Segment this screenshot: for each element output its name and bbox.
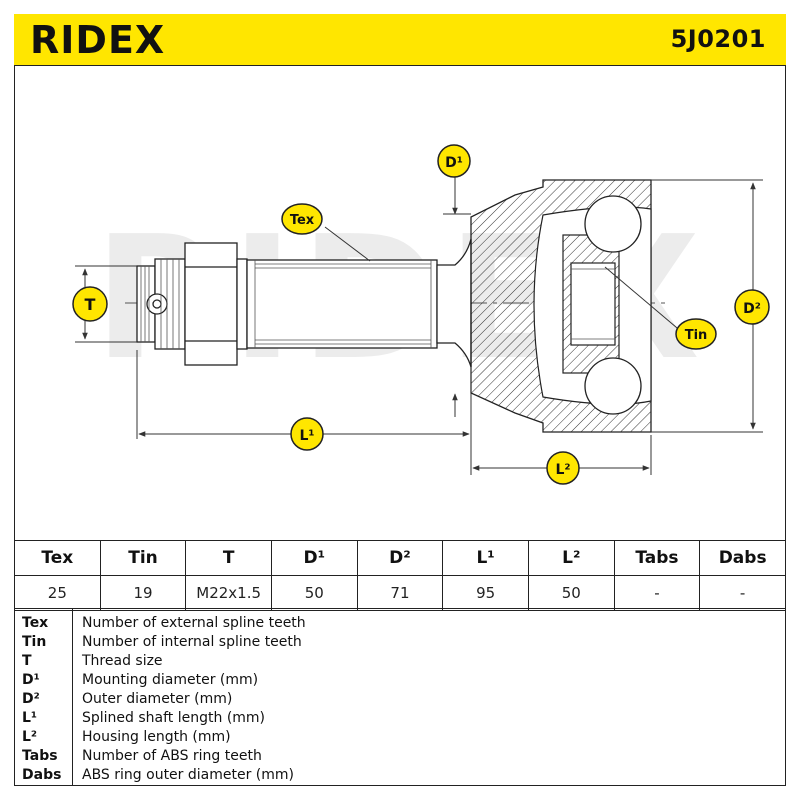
splined-shaft	[246, 259, 438, 349]
legend: Tex Number of external spline teeth Tin …	[14, 608, 786, 786]
specs-table: Tex Tin T D¹ D² L¹ L² Tabs Dabs 25 19 M2…	[14, 540, 786, 611]
spec-value: -	[699, 575, 786, 611]
spec-header: Tabs	[613, 540, 701, 576]
label-tex: Tex	[290, 213, 315, 228]
spec-value: 25	[14, 575, 101, 611]
spec-value: 50	[527, 575, 615, 611]
legend-item: L¹ Splined shaft length (mm)	[14, 710, 786, 729]
ball-upper	[584, 195, 642, 253]
ball-lower	[584, 357, 642, 415]
spec-value: 19	[99, 575, 187, 611]
legend-key: L¹	[22, 710, 38, 726]
legend-desc: Number of internal spline teeth	[82, 634, 302, 650]
legend-key: Dabs	[22, 767, 62, 783]
label-tin: Tin	[685, 328, 708, 343]
legend-divider	[72, 609, 73, 786]
legend-desc: Thread size	[82, 653, 163, 669]
legend-desc: Number of ABS ring teeth	[82, 748, 262, 764]
inner-race	[562, 234, 620, 374]
badge-t: T	[72, 286, 108, 322]
spec-value: 50	[270, 575, 358, 611]
badge-d1: D¹	[437, 144, 471, 178]
badge-d2: D²	[734, 289, 770, 325]
badge-tex: Tex	[281, 203, 323, 235]
spec-header: Tex	[14, 540, 101, 576]
badge-l1: L¹	[290, 417, 324, 451]
legend-item: T Thread size	[14, 653, 786, 672]
spec-header: Dabs	[699, 540, 786, 576]
header-bar: RIDEX 5J0201	[14, 14, 786, 66]
legend-item: D¹ Mounting diameter (mm)	[14, 672, 786, 691]
legend-key: Tex	[22, 615, 49, 631]
legend-key: L²	[22, 729, 38, 745]
badge-l2: L²	[546, 451, 580, 485]
legend-key: T	[22, 653, 32, 669]
spec-header: Tin	[99, 540, 187, 576]
legend-key: Tabs	[22, 748, 58, 764]
spec-value: M22x1.5	[185, 575, 272, 611]
technical-drawing: RIDEX	[72, 144, 770, 485]
legend-item: Tin Number of internal spline teeth	[14, 634, 786, 653]
spec-header: D²	[356, 540, 444, 576]
label-t: T	[85, 295, 96, 314]
label-l2: L²	[555, 462, 570, 478]
legend-key: D¹	[22, 672, 40, 688]
spec-header: L¹	[442, 540, 529, 576]
label-d1: D¹	[445, 155, 463, 171]
spec-value: 95	[442, 575, 529, 611]
spec-header: L²	[527, 540, 615, 576]
spline-lines	[254, 260, 432, 348]
badge-tin: Tin	[675, 318, 717, 350]
spec-value: 71	[356, 575, 444, 611]
legend-key: Tin	[22, 634, 47, 650]
legend-item: Tabs Number of ABS ring teeth	[14, 748, 786, 767]
legend-desc: Mounting diameter (mm)	[82, 672, 259, 688]
legend-key: D²	[22, 691, 40, 707]
legend-desc: Splined shaft length (mm)	[82, 710, 266, 726]
part-number: 5J0201	[670, 25, 766, 53]
label-l1: L¹	[299, 428, 314, 444]
legend-desc: Housing length (mm)	[82, 729, 231, 745]
thread-lines	[140, 259, 180, 349]
specs-value-row: 25 19 M22x1.5 50 71 95 50 - -	[14, 575, 786, 611]
legend-item: Tex Number of external spline teeth	[14, 615, 786, 634]
legend-item: Dabs ABS ring outer diameter (mm)	[14, 767, 786, 786]
legend-item: L² Housing length (mm)	[14, 729, 786, 748]
specs-header-row: Tex Tin T D¹ D² L¹ L² Tabs Dabs	[14, 540, 786, 576]
label-d2: D²	[743, 301, 761, 317]
legend-desc: Outer diameter (mm)	[82, 691, 233, 707]
threaded-end	[136, 242, 248, 366]
brand-logo: RIDEX	[30, 18, 166, 62]
spec-value: -	[613, 575, 701, 611]
legend-item: D² Outer diameter (mm)	[14, 691, 786, 710]
spec-header: T	[185, 540, 272, 576]
legend-desc: ABS ring outer diameter (mm)	[82, 767, 294, 783]
spec-header: D¹	[270, 540, 358, 576]
legend-desc: Number of external spline teeth	[82, 615, 306, 631]
